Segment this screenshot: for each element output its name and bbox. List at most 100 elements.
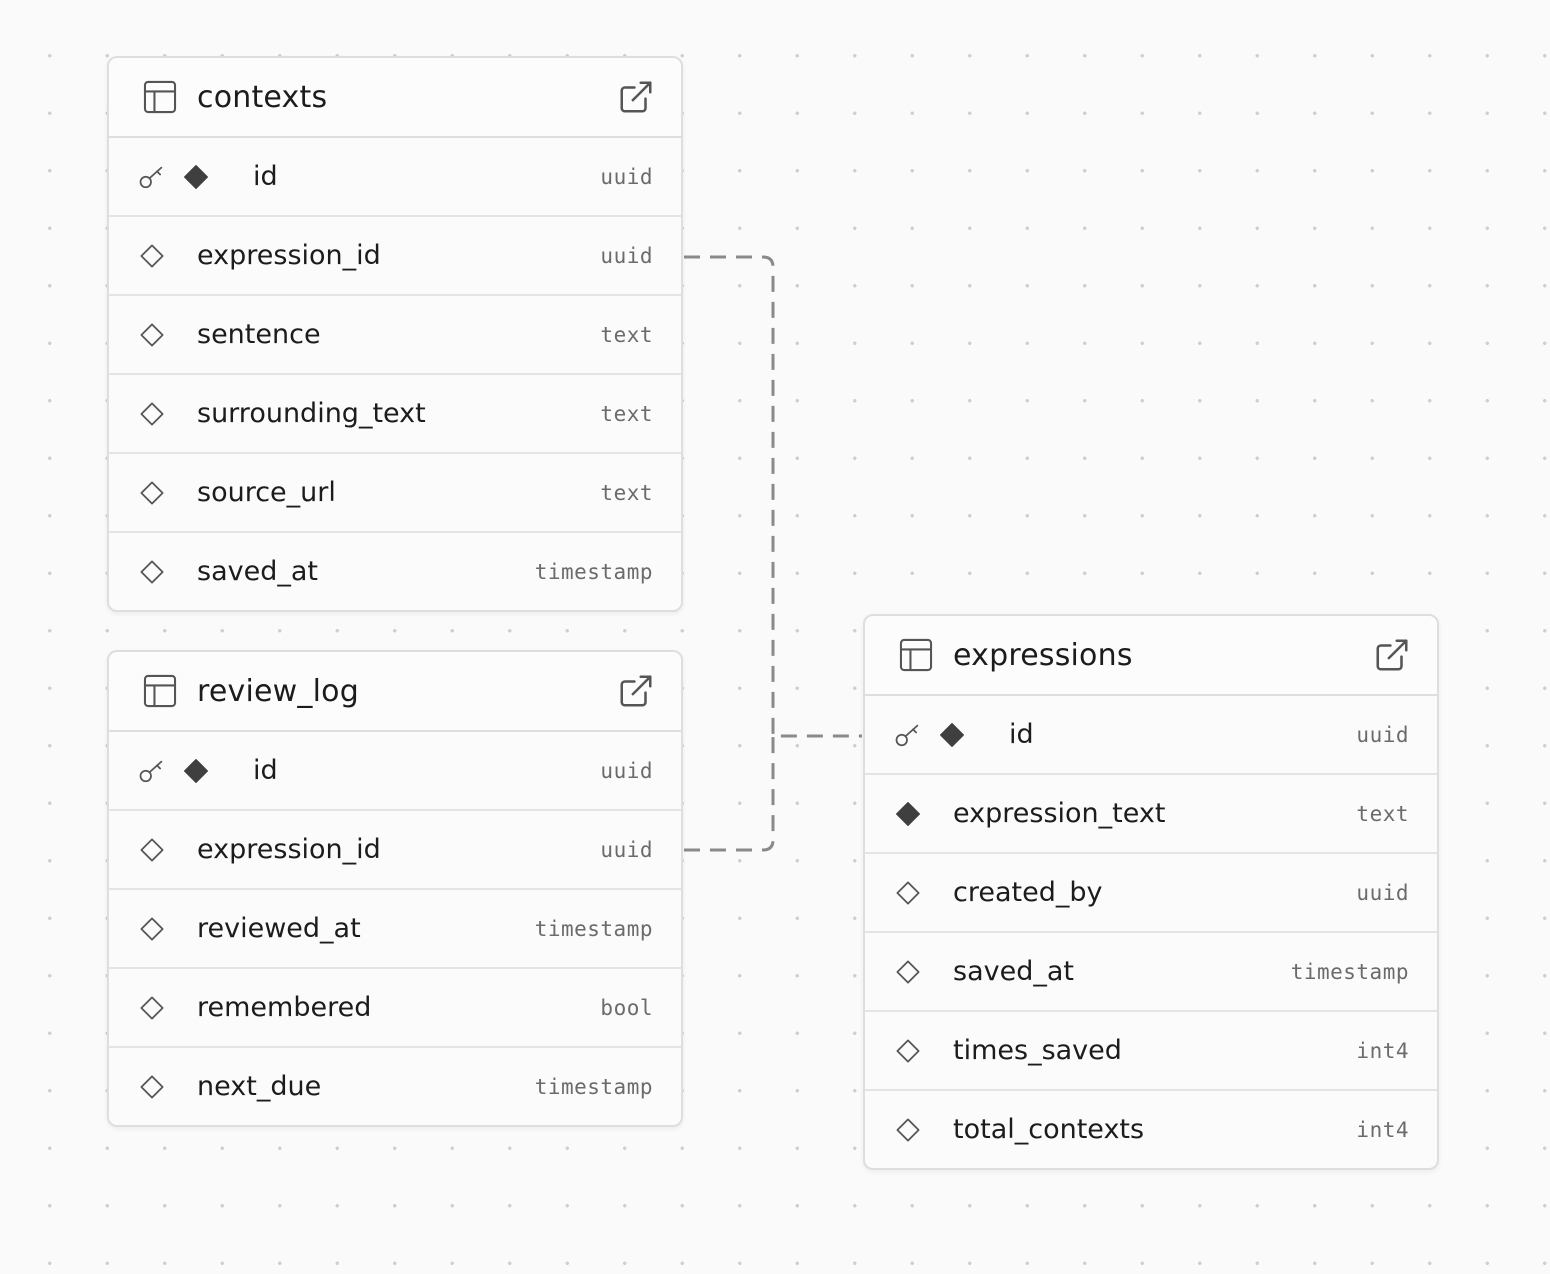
column-icons xyxy=(137,835,197,865)
diamond-outline-icon xyxy=(896,960,920,983)
table-name: contexts xyxy=(197,79,328,115)
table-header: expressions xyxy=(865,616,1437,696)
column-type: bool xyxy=(600,995,653,1020)
column-type: text xyxy=(1356,801,1409,826)
column-row-created-by[interactable]: created_by uuid xyxy=(865,854,1437,933)
external-link-icon[interactable] xyxy=(617,78,655,116)
column-type: text xyxy=(600,480,653,505)
column-list: id uuid expression_text text created_by uuid s… xyxy=(865,696,1437,1168)
table-icon xyxy=(899,638,933,672)
column-icons xyxy=(893,1115,953,1145)
table-header: contexts xyxy=(109,58,681,138)
column-row-reviewed-at[interactable]: reviewed_at timestamp xyxy=(109,890,681,969)
external-link-icon[interactable] xyxy=(1373,636,1411,674)
column-icons xyxy=(893,957,953,987)
column-type: int4 xyxy=(1356,1038,1409,1063)
column-name: created_by xyxy=(953,877,1103,908)
diamond-outline-icon xyxy=(140,481,164,504)
column-icons xyxy=(137,557,197,587)
column-name: remembered xyxy=(197,992,372,1023)
column-row-total-contexts[interactable]: total_contexts int4 xyxy=(865,1091,1437,1168)
column-type: timestamp xyxy=(534,559,653,584)
diamond-outline-icon xyxy=(896,881,920,904)
column-row-saved-at[interactable]: saved_at timestamp xyxy=(865,933,1437,1012)
diamond-filled-icon xyxy=(896,801,920,826)
diamond-outline-icon xyxy=(140,1075,164,1098)
column-name: id xyxy=(1009,719,1034,750)
column-row-remembered[interactable]: remembered bool xyxy=(109,969,681,1048)
diamond-outline-icon xyxy=(140,323,164,346)
column-row-next-due[interactable]: next_due timestamp xyxy=(109,1048,681,1125)
column-icons xyxy=(893,878,953,908)
column-type: timestamp xyxy=(534,1074,653,1099)
column-row-saved-at[interactable]: saved_at timestamp xyxy=(109,533,681,610)
column-name: expression_id xyxy=(197,240,381,271)
connector-contexts-to-expressions xyxy=(684,255,862,738)
column-type: uuid xyxy=(600,164,653,189)
table-icon xyxy=(143,674,177,708)
diamond-outline-icon xyxy=(140,996,164,1019)
column-icons xyxy=(893,799,953,829)
column-type: timestamp xyxy=(1290,959,1409,984)
diamond-filled-icon xyxy=(184,758,208,783)
primary-key-icon xyxy=(895,724,919,746)
column-name: source_url xyxy=(197,477,336,508)
primary-key-icon xyxy=(139,166,163,188)
column-row-expression-id[interactable]: expression_id uuid xyxy=(109,217,681,296)
column-icons xyxy=(137,756,253,786)
column-icons xyxy=(137,162,253,192)
column-icons xyxy=(137,399,197,429)
column-type: timestamp xyxy=(534,916,653,941)
column-type: uuid xyxy=(1356,880,1409,905)
column-name: total_contexts xyxy=(953,1114,1145,1145)
column-type: uuid xyxy=(600,758,653,783)
column-type: text xyxy=(600,401,653,426)
column-row-id[interactable]: id uuid xyxy=(109,732,681,811)
diamond-outline-icon xyxy=(896,1039,920,1062)
column-row-times-saved[interactable]: times_saved int4 xyxy=(865,1012,1437,1091)
column-name: times_saved xyxy=(953,1035,1122,1066)
column-type: int4 xyxy=(1356,1117,1409,1142)
column-name: reviewed_at xyxy=(197,913,361,944)
column-icons xyxy=(137,1072,197,1102)
column-name: id xyxy=(253,161,278,192)
column-icons xyxy=(137,320,197,350)
diamond-outline-icon xyxy=(140,402,164,425)
column-name: saved_at xyxy=(953,956,1074,987)
primary-key-icon xyxy=(139,760,163,782)
column-row-surrounding-text[interactable]: surrounding_text text xyxy=(109,375,681,454)
column-row-id[interactable]: id uuid xyxy=(865,696,1437,775)
table-name: review_log xyxy=(197,673,359,709)
diamond-outline-icon xyxy=(140,838,164,861)
column-name: expression_text xyxy=(953,798,1166,829)
table-card-expressions[interactable]: expressions id uuid expression_text text cre… xyxy=(863,614,1439,1170)
column-icons xyxy=(893,720,1009,750)
connector-review-log-to-expressions xyxy=(684,736,775,852)
column-type: text xyxy=(600,322,653,347)
column-name: surrounding_text xyxy=(197,398,426,429)
diamond-filled-icon xyxy=(940,722,964,747)
column-row-sentence[interactable]: sentence text xyxy=(109,296,681,375)
table-card-contexts[interactable]: contexts id uuid expression_id uuid sentence… xyxy=(107,56,683,612)
column-icons xyxy=(137,914,197,944)
column-icons xyxy=(893,1036,953,1066)
external-link-icon[interactable] xyxy=(617,672,655,710)
diamond-outline-icon xyxy=(140,244,164,267)
column-name: saved_at xyxy=(197,556,318,587)
column-type: uuid xyxy=(1356,722,1409,747)
column-name: id xyxy=(253,755,278,786)
column-name: next_due xyxy=(197,1071,322,1102)
diamond-filled-icon xyxy=(184,164,208,189)
column-icons xyxy=(137,241,197,271)
diamond-outline-icon xyxy=(140,560,164,583)
table-name: expressions xyxy=(953,637,1133,673)
column-name: sentence xyxy=(197,319,321,350)
column-row-id[interactable]: id uuid xyxy=(109,138,681,217)
column-type: uuid xyxy=(600,243,653,268)
column-row-expression-text[interactable]: expression_text text xyxy=(865,775,1437,854)
column-row-source-url[interactable]: source_url text xyxy=(109,454,681,533)
